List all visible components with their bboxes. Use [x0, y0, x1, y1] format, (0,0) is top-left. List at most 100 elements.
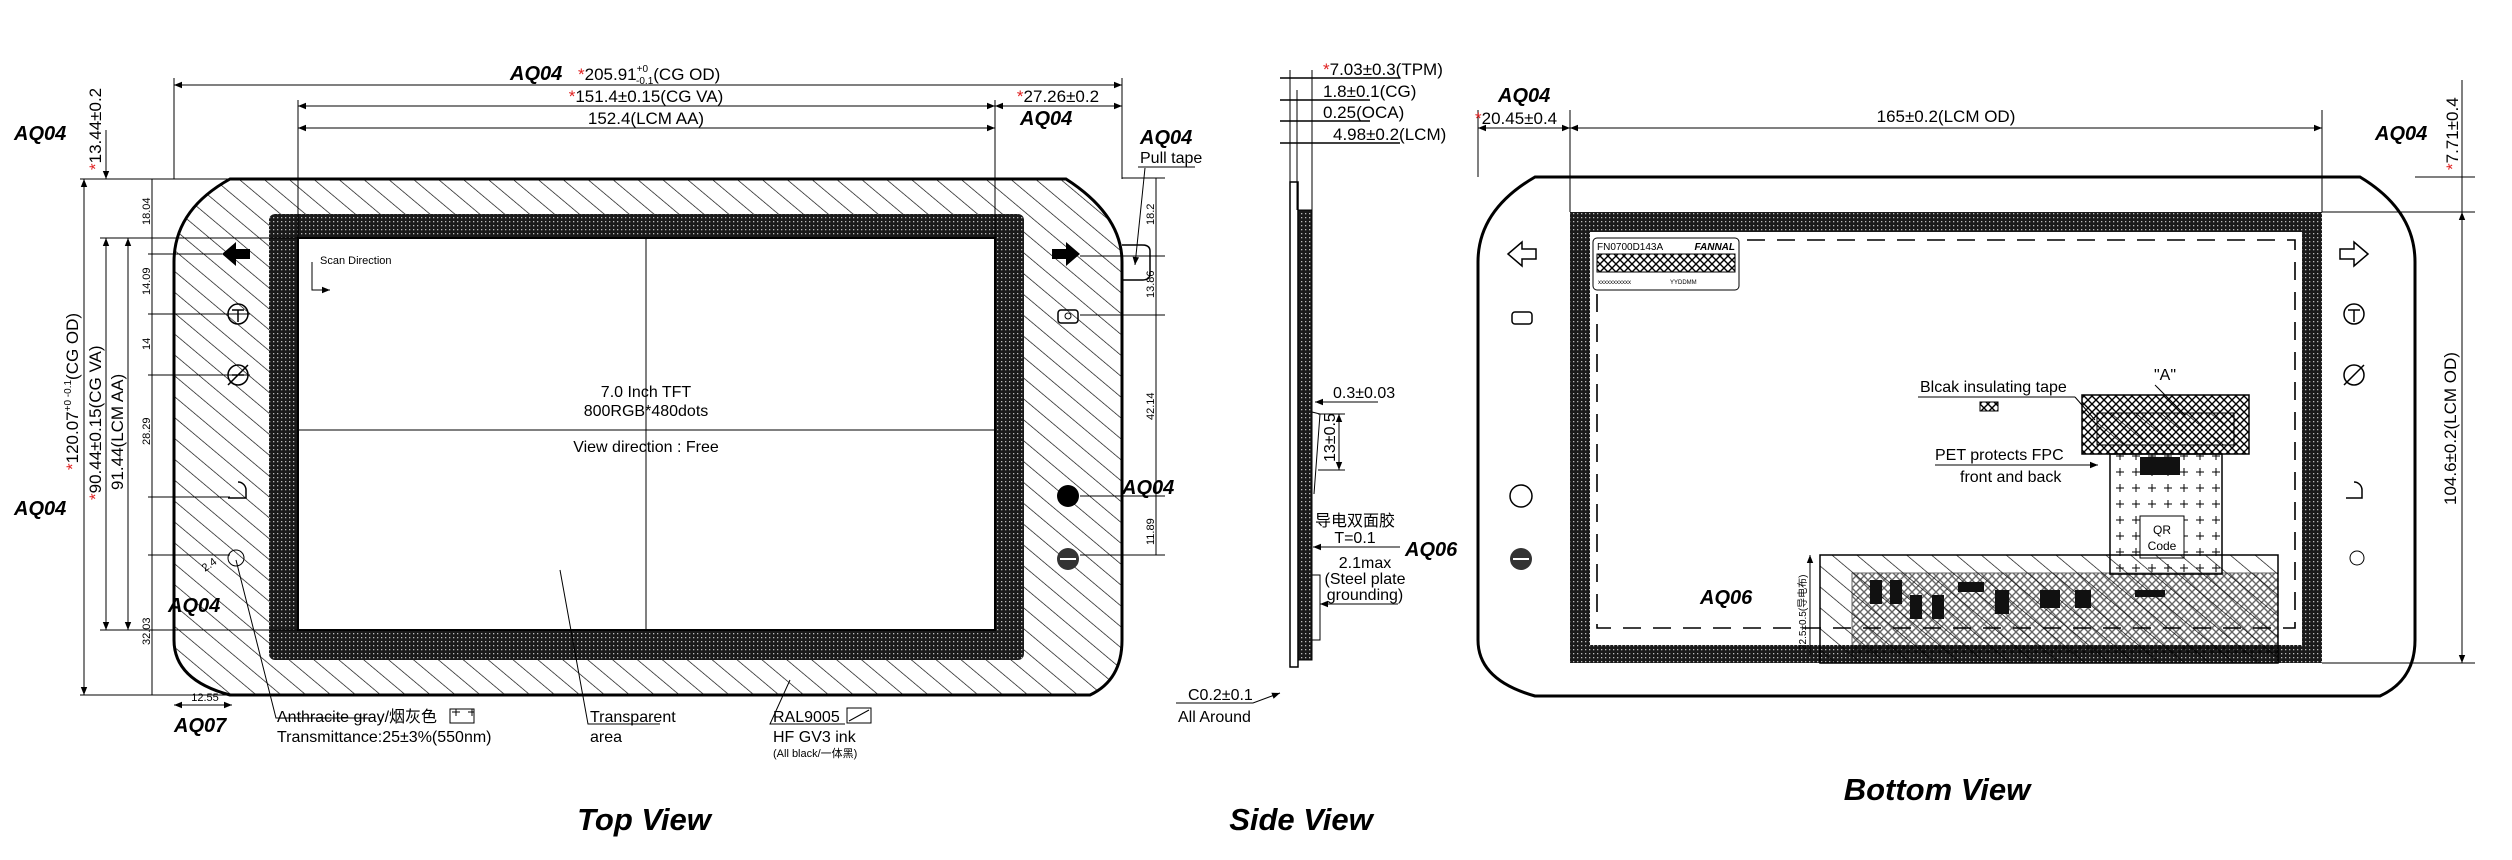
cg-va-width-label: *151.4±0.15(CG VA) [569, 87, 724, 106]
transparent-callout: Transparent [590, 709, 676, 726]
ink-callout: HF GV3 ink [773, 729, 857, 746]
transmittance-callout: Transmittance:25±3%(550nm) [277, 729, 492, 746]
lcm-od-height: 104.6±0.2(LCM OD) [2441, 352, 2460, 505]
svg-text:32.03: 32.03 [141, 617, 153, 645]
label-date: YYDDMM [1670, 280, 1697, 286]
camera-icon [1057, 309, 1079, 324]
menu-outline-icon [1510, 548, 1532, 570]
cover-glass-side [1289, 181, 1299, 668]
top-view-title: Top View [577, 802, 713, 837]
svg-text:11.89: 11.89 [1145, 518, 1157, 545]
pull-tape-label: Pull tape [1140, 150, 1202, 167]
connector [2140, 457, 2180, 475]
label-brand: FANNAL [1694, 242, 1735, 253]
display-size: 7.0 Inch TFT [601, 384, 692, 401]
pull-tape [1122, 244, 1151, 281]
left-small-dims: 18.04 14.09 14 28.29 32.03 [141, 197, 250, 645]
steel-plate-max: 2.1max [1339, 555, 1391, 572]
barcode [1596, 253, 1736, 273]
signal-icon [228, 481, 247, 499]
steel-plate-label-2: grounding) [1327, 587, 1404, 604]
scan-direction-arrow [311, 262, 330, 294]
conductive-tape-side [1311, 411, 1321, 495]
detail-a-label: "A" [2154, 367, 2176, 384]
svg-text:18.04: 18.04 [141, 197, 153, 225]
aq04-bottom-right: AQ04 [2374, 123, 2427, 145]
pet-label-2: front and back [1960, 469, 2062, 486]
aq04-left-mid: AQ04 [13, 498, 66, 520]
lcm-od-width: 165±0.2(LCM OD) [1877, 107, 2016, 126]
bottom-view-title: Bottom View [1844, 772, 2032, 807]
label-serial: xxxxxxxxxxx [1598, 280, 1631, 286]
lcm-side [1297, 209, 1313, 661]
aq04-pull-tape: AQ04 [1139, 127, 1192, 149]
camera-outline-icon [1511, 311, 1533, 325]
aq06-side: AQ06 [1404, 539, 1458, 561]
fpc-height-dim: 22.5±0.5(导电布) [1796, 574, 1809, 650]
transparent-callout-2: area [590, 729, 622, 746]
insulating-tape-label: Blcak insulating tape [1920, 379, 2067, 396]
cg-thickness: 1.8±0.1(CG) [1323, 82, 1416, 101]
bottom-left-offset: *20.45±0.4 [1475, 109, 1557, 128]
resolution: 800RGB*480dots [584, 403, 709, 420]
chamfer-note: All Around [1178, 709, 1251, 726]
svg-text:42.14: 42.14 [1145, 392, 1157, 420]
svg-text:14: 14 [141, 338, 153, 350]
aq06-bottom: AQ06 [1699, 587, 1753, 609]
svg-text:13.86: 13.86 [1145, 270, 1157, 298]
view-direction: View direction : Free [573, 439, 719, 456]
aq04-left-top: AQ04 [13, 123, 66, 145]
bottom-small-dim: 12.55 [191, 692, 219, 704]
right-small-dims: 18.2 13.86 42.14 11.89 [1080, 177, 1165, 556]
qr-code-label-2: Code [2148, 539, 2177, 553]
aq04-top: AQ04 [509, 63, 562, 85]
anthracite-callout: Anthracite gray/烟灰色 [277, 708, 437, 726]
top-offset-label: *13.44±0.2 [86, 88, 105, 170]
bottom-top-offset: *7.71±0.4 [2443, 97, 2462, 170]
forward-arrow-icon [1052, 242, 1080, 266]
svg-text:28.29: 28.29 [141, 417, 153, 445]
right-offset-label: *27.26±0.2 [1017, 87, 1099, 106]
chamfer-dim: C0.2±0.1 [1188, 687, 1253, 704]
cg-od-height-label: *120.07+0 -0.1(CG OD) [63, 313, 82, 470]
aq04-left-low: AQ04 [167, 595, 220, 617]
svg-text:18.2: 18.2 [1145, 204, 1157, 225]
label-part-number: FN0700D143A [1597, 242, 1663, 253]
ral-callout: RAL9005 [773, 709, 840, 726]
anthracite-swatch [449, 708, 475, 724]
back-arrow-icon [222, 242, 250, 266]
lcm-aa-height-label: 91.44(LCM AA) [108, 374, 127, 490]
side-top-dims: *7.03±0.3(TPM) 1.8±0.1(CG) 0.25(OCA) 4.9… [1280, 60, 1446, 210]
tape-swatch [1979, 401, 1999, 412]
lcm-aa-width-label: 152.4(LCM AA) [588, 109, 704, 128]
conductive-tape-label: 导电双面胶 [1315, 512, 1395, 530]
steel-plate [1311, 574, 1321, 641]
all-black-note: (All black/一体黑) [773, 746, 857, 760]
aq04-bottom-left: AQ04 [1497, 85, 1550, 107]
signal-outline-icon [2346, 481, 2363, 499]
cg-od-width-label: *205.91+0-0.1(CG OD) [578, 64, 720, 87]
pet-label: PET protects FPC [1935, 447, 2064, 464]
settings-outline-icon [2343, 364, 2365, 386]
sensor-outline-icon [2349, 550, 2365, 566]
back-outline-icon [1506, 240, 1537, 268]
menu-icon [1057, 548, 1079, 570]
side-view: *7.03±0.3(TPM) 1.8±0.1(CG) 0.25(OCA) 4.9… [1176, 60, 1458, 837]
oca-thickness: 0.25(OCA) [1323, 103, 1404, 122]
qr-code-label: QR [2153, 523, 2171, 537]
side-view-title: Side View [1229, 802, 1374, 837]
sensor-icon [227, 549, 245, 567]
tape-thickness: 0.3±0.03 [1333, 385, 1395, 402]
tape-length: 13±0.5 [1322, 413, 1339, 462]
bottom-view: FN0700D143A FANNAL xxxxxxxxxxx YYDDMM QR… [1475, 80, 2475, 807]
aq04-right-mid: AQ04 [1121, 477, 1174, 499]
aq04-right-top: AQ04 [1019, 108, 1072, 130]
cg-va-height-label: *90.44±0.15(CG VA) [86, 345, 105, 500]
forward-outline-icon [2339, 240, 2370, 268]
tpm-thickness: *7.03±0.3(TPM) [1323, 60, 1443, 79]
product-label: FN0700D143A FANNAL xxxxxxxxxxx YYDDMM [1592, 237, 1740, 291]
top-view: Scan Direction 7.0 Inch TFT 800RGB*480do… [13, 63, 1202, 837]
svg-text:14.09: 14.09 [141, 267, 153, 295]
power-outline-icon [1509, 484, 1533, 508]
conductive-tape-thickness: T=0.1 [1334, 530, 1375, 547]
